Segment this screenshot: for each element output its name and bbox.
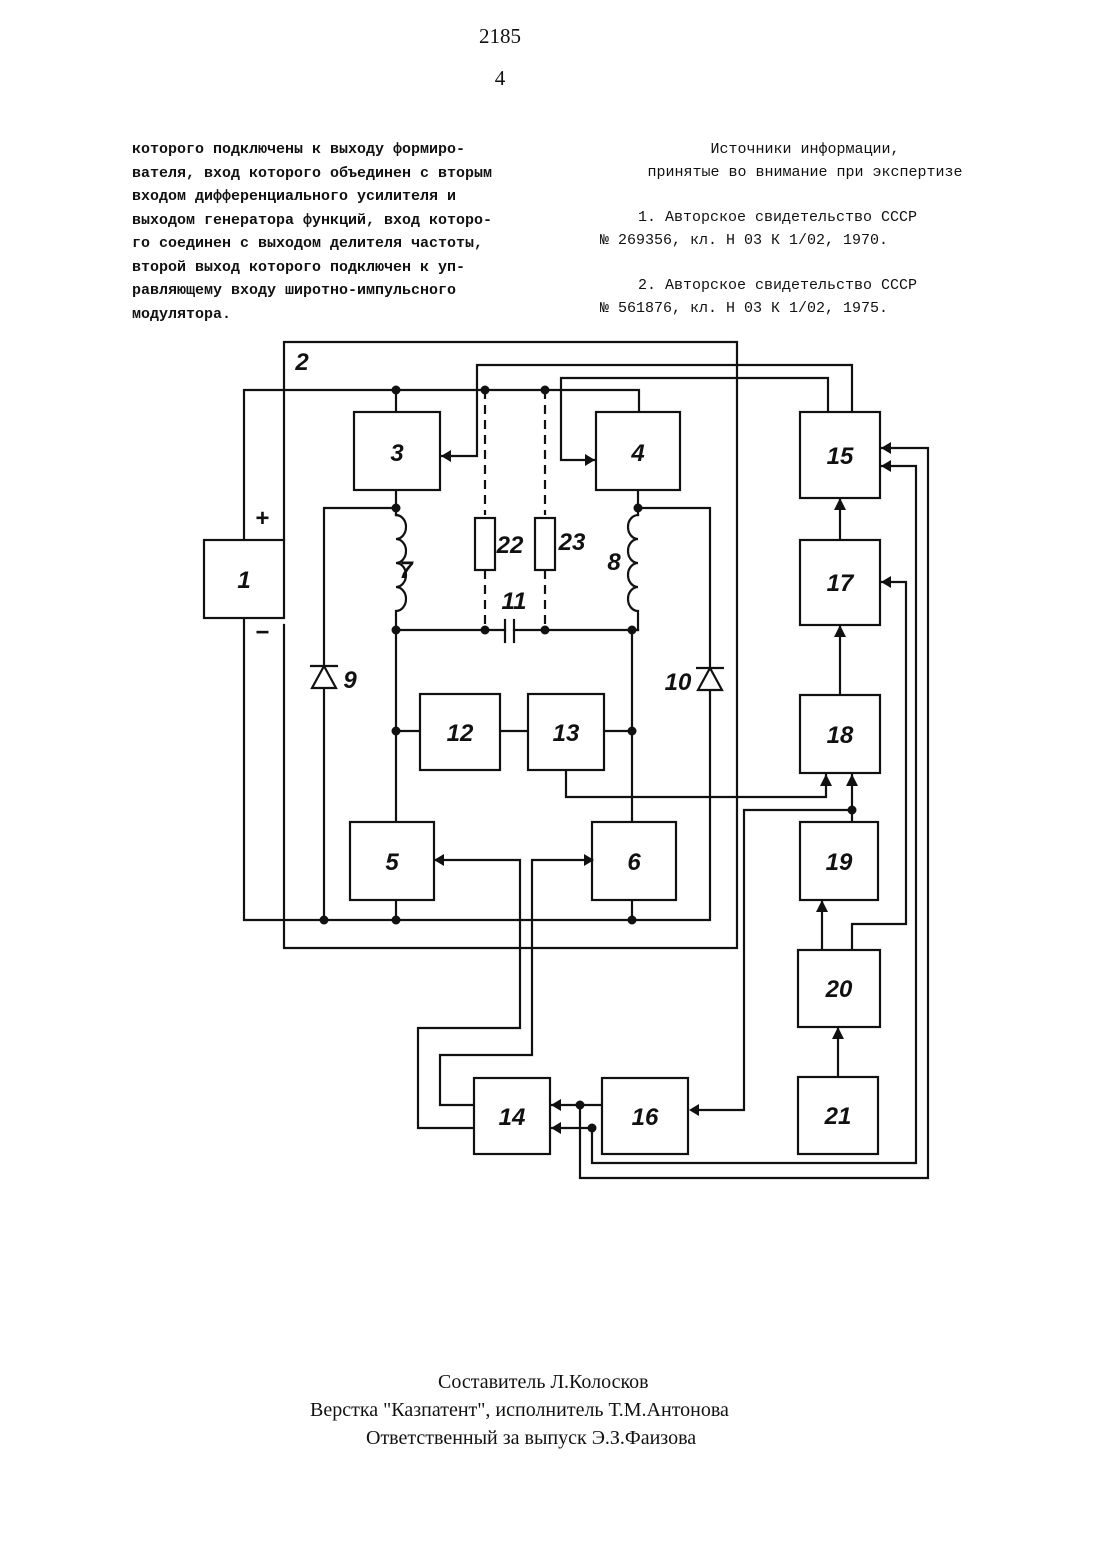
block-5-label: 5 xyxy=(385,849,399,876)
footer-responsible: Ответственный за выпуск Э.З.Фаизова xyxy=(366,1424,696,1452)
minus-sign: − xyxy=(255,619,269,646)
plus-sign: + xyxy=(255,505,269,532)
block-21-label: 21 xyxy=(824,1103,852,1130)
block-3-label: 3 xyxy=(390,440,404,467)
capacitor-11-label: 11 xyxy=(502,588,527,615)
block-17-label: 17 xyxy=(827,570,855,597)
diode-10 xyxy=(698,668,722,690)
inductor-8-label: 8 xyxy=(607,549,621,576)
block-4-label: 4 xyxy=(630,440,644,467)
block-19-label: 19 xyxy=(826,849,853,876)
footer-compiler: Составитель Л.Колосков xyxy=(438,1368,649,1396)
diode-9 xyxy=(312,666,336,688)
block-6-label: 6 xyxy=(627,849,641,876)
inductor-7-label: 7 xyxy=(399,557,414,584)
block-18-label: 18 xyxy=(827,722,854,749)
block-14-label: 14 xyxy=(499,1104,526,1131)
block-12-label: 12 xyxy=(447,720,474,747)
block-1-label: 1 xyxy=(237,567,250,594)
block-16-label: 16 xyxy=(632,1104,659,1131)
diode-10-label: 10 xyxy=(665,669,692,696)
resistor-22-label: 22 xyxy=(496,532,524,559)
block-20-label: 20 xyxy=(825,976,853,1003)
resistor-23 xyxy=(535,518,555,570)
footer-layout: Верстка "Казпатент", исполнитель Т.М.Ант… xyxy=(310,1396,729,1424)
resistor-22 xyxy=(475,518,495,570)
diode-9-label: 9 xyxy=(343,667,357,694)
frame-2-label: 2 xyxy=(294,349,309,376)
resistor-23-label: 23 xyxy=(558,529,586,556)
block-13-label: 13 xyxy=(553,720,580,747)
block-15-label: 15 xyxy=(827,443,854,470)
